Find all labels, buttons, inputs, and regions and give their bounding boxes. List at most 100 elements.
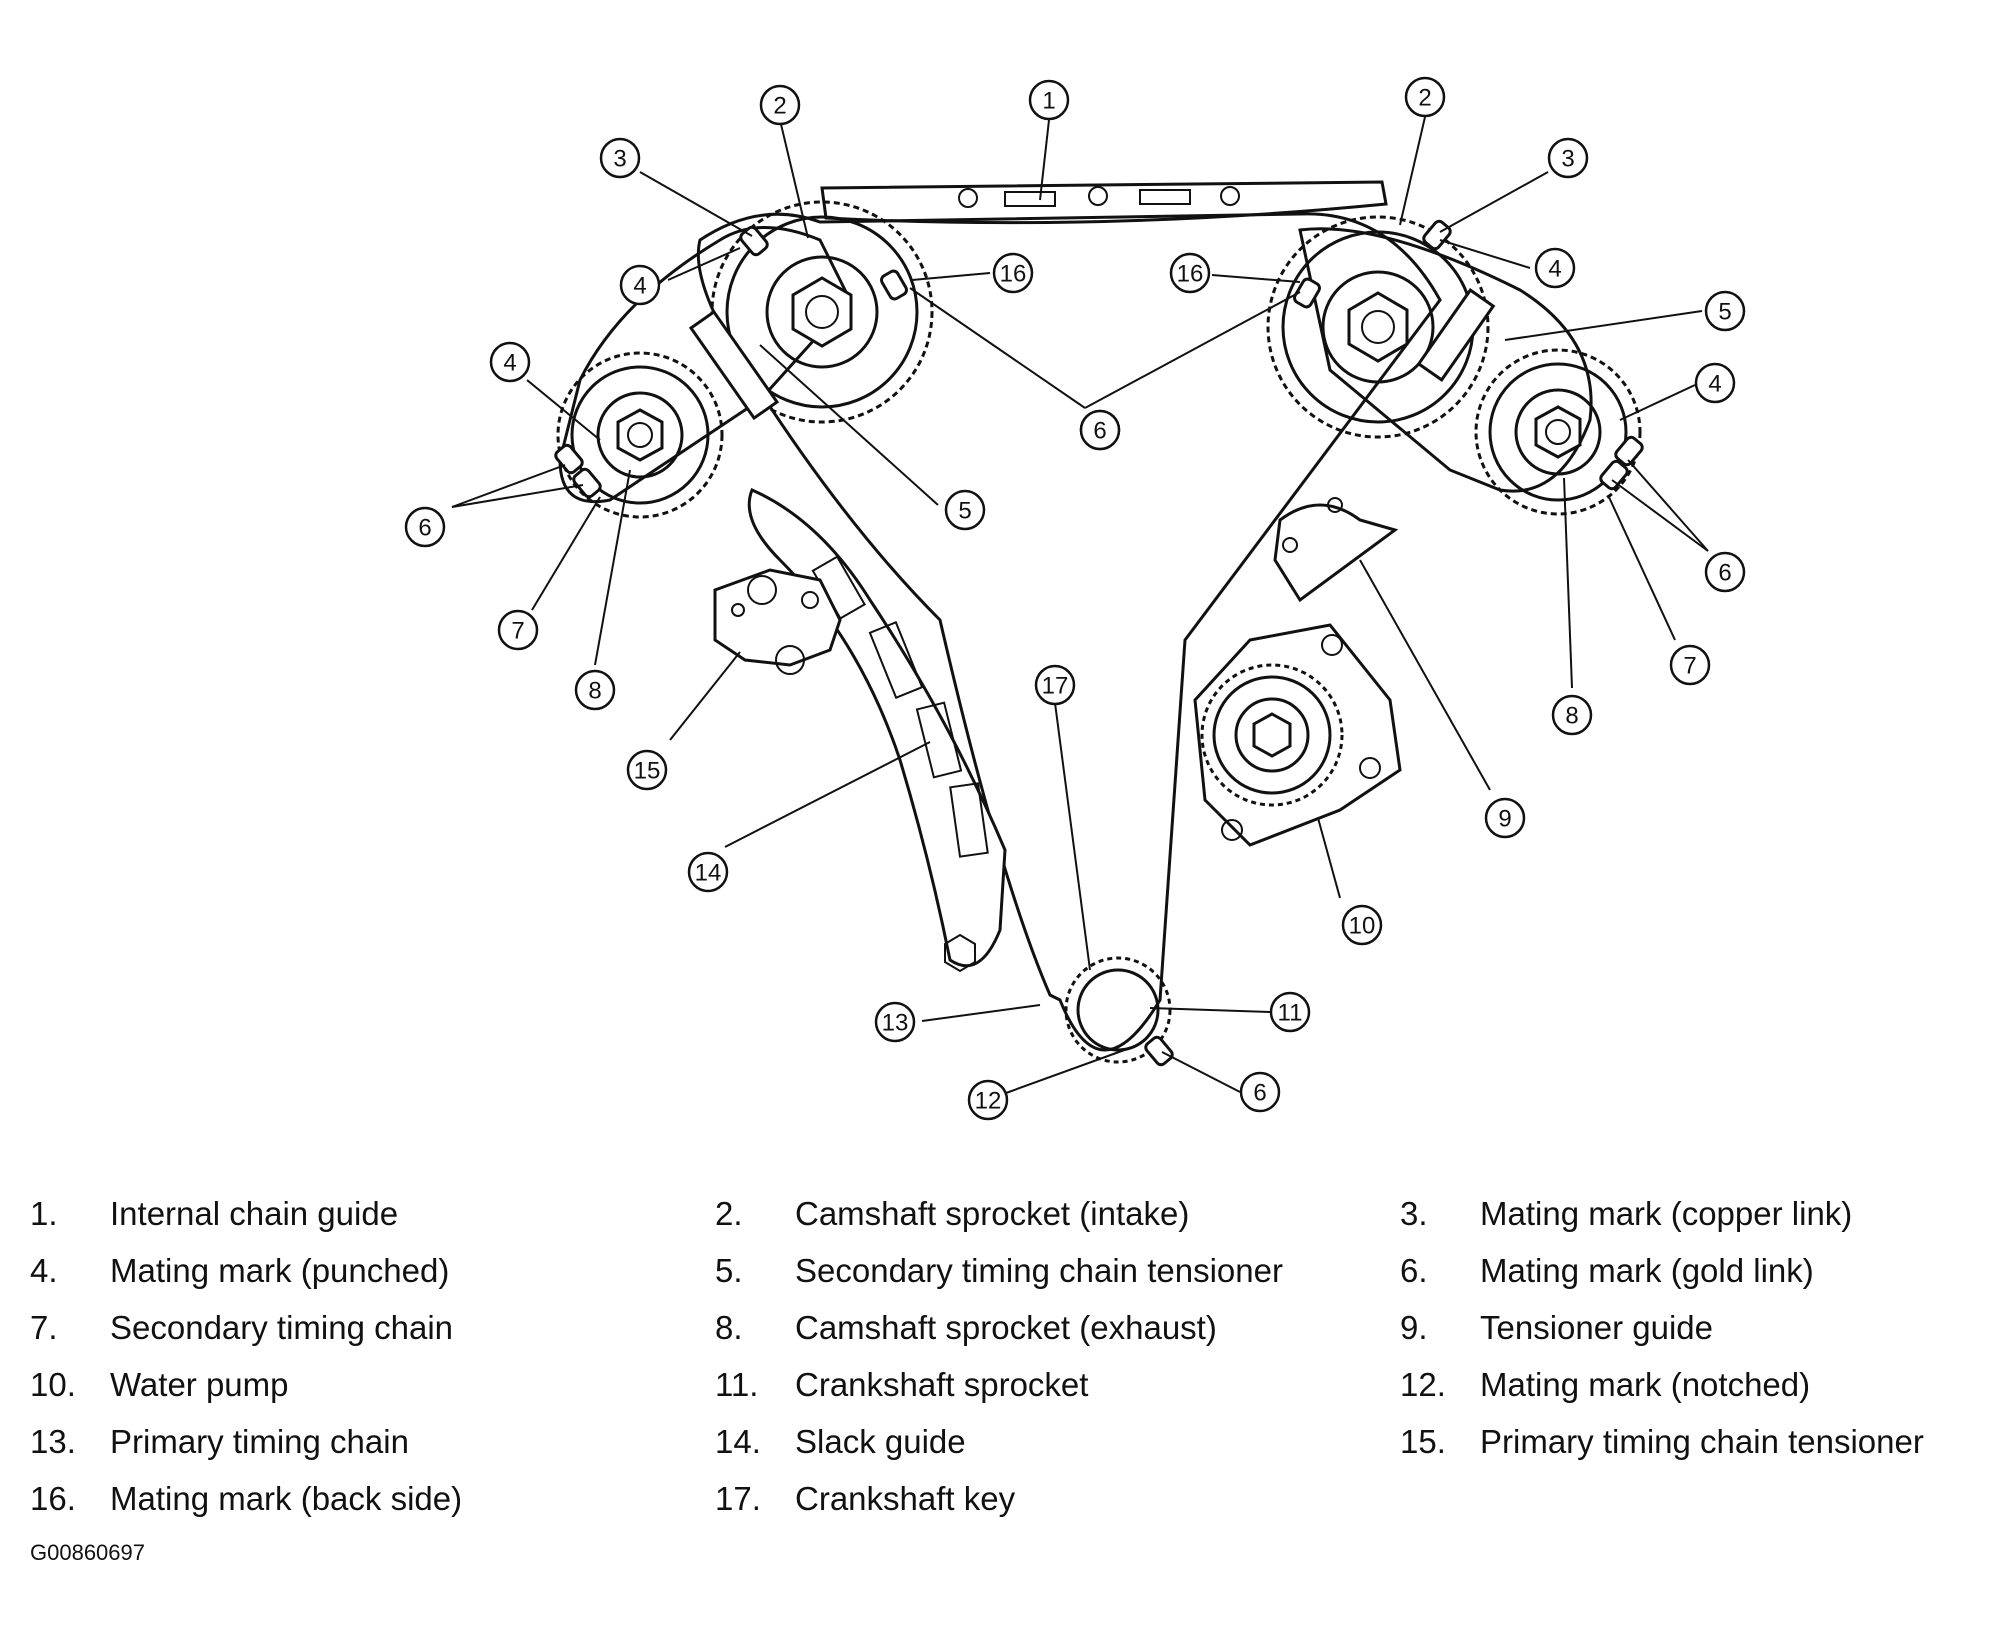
callout-number: 17 bbox=[1042, 673, 1069, 700]
legend-label: Primary timing chain bbox=[110, 1422, 409, 1460]
callout-12: 12 bbox=[967, 1079, 1009, 1121]
callout-number: 7 bbox=[511, 618, 524, 645]
callout-number: 16 bbox=[1000, 261, 1027, 288]
callout-8: 8 bbox=[1551, 694, 1593, 736]
legend-item: 16. Mating mark (back side) bbox=[30, 1470, 710, 1527]
leader-lines bbox=[451, 116, 1709, 1094]
callout-circle bbox=[1704, 551, 1746, 593]
callout-circle bbox=[1551, 694, 1593, 736]
callout-circle bbox=[1547, 137, 1589, 179]
legend-label: Slack guide bbox=[795, 1422, 966, 1460]
callout-circle bbox=[404, 506, 446, 548]
legend-item: 10.Water pump bbox=[30, 1356, 710, 1413]
legend-number: 14. bbox=[715, 1422, 761, 1460]
legend-label: Mating mark (copper link) bbox=[1480, 1194, 1853, 1232]
legend-label: Crankshaft sprocket bbox=[795, 1365, 1089, 1403]
water-pump bbox=[1193, 623, 1402, 847]
legend-number: 2. bbox=[715, 1194, 743, 1232]
legend-item: 15.Primary timing chain tensioner bbox=[1400, 1413, 1989, 1470]
legend-item: 9.Tensioner guide bbox=[1400, 1299, 1989, 1356]
legend-number: 16. bbox=[30, 1479, 76, 1517]
callout-circle bbox=[1034, 664, 1076, 706]
callout-2: 2 bbox=[1404, 76, 1446, 118]
callout-5: 5 bbox=[944, 489, 986, 531]
legend-number: 5. bbox=[715, 1251, 743, 1289]
secondary-tensioner-right bbox=[1416, 288, 1496, 382]
legend-number: 11. bbox=[715, 1365, 759, 1403]
callout-number: 13 bbox=[882, 1010, 909, 1037]
legend-label: Mating mark (punched) bbox=[110, 1251, 450, 1289]
callout-circle bbox=[1669, 644, 1711, 686]
legend-label: Secondary timing chain tensioner bbox=[795, 1251, 1283, 1289]
callout-10: 10 bbox=[1341, 904, 1383, 946]
legend-number: 12. bbox=[1400, 1365, 1446, 1403]
callout-14: 14 bbox=[687, 851, 729, 893]
callout-number: 6 bbox=[1093, 418, 1106, 445]
callout-number: 11 bbox=[1278, 1000, 1303, 1027]
callout-number: 16 bbox=[1177, 261, 1204, 288]
legend-number: 6. bbox=[1400, 1251, 1428, 1289]
legend-label: Tensioner guide bbox=[1480, 1308, 1713, 1346]
callout-4: 4 bbox=[1694, 362, 1736, 404]
callout-13: 13 bbox=[874, 1001, 916, 1043]
legend-number: 10. bbox=[30, 1365, 76, 1403]
callout-circle bbox=[992, 252, 1034, 294]
legend-label: Mating mark (gold link) bbox=[1480, 1251, 1814, 1289]
callout-circle bbox=[1028, 79, 1070, 121]
callout-17: 17 bbox=[1034, 664, 1076, 706]
callout-circle bbox=[874, 1001, 916, 1043]
callouts: 122334444556666677889101112131415161617 bbox=[404, 76, 1746, 1121]
callout-11: 11 bbox=[1269, 991, 1311, 1033]
legend-number: 1. bbox=[30, 1194, 58, 1232]
callout-4: 4 bbox=[489, 341, 531, 383]
callout-6: 6 bbox=[1239, 1071, 1281, 1113]
callout-circle bbox=[1269, 991, 1311, 1033]
legend-item: 12.Mating mark (notched) bbox=[1400, 1356, 1989, 1413]
callout-4: 4 bbox=[619, 264, 661, 306]
callout-5: 5 bbox=[1704, 290, 1746, 332]
legend-label: Internal chain guide bbox=[110, 1194, 399, 1232]
callout-circle bbox=[1079, 409, 1121, 451]
callout-8: 8 bbox=[574, 669, 616, 711]
callout-number: 3 bbox=[613, 146, 626, 173]
callout-number: 2 bbox=[773, 93, 786, 120]
legend-label: Camshaft sprocket (exhaust) bbox=[795, 1308, 1217, 1346]
callout-circle bbox=[1534, 247, 1576, 289]
callout-number: 4 bbox=[503, 350, 516, 377]
callout-circle bbox=[626, 749, 668, 791]
legend-item: 2.Camshaft sprocket (intake) bbox=[715, 1185, 1395, 1242]
legend-item: 14. Slack guide bbox=[715, 1413, 1395, 1470]
callout-number: 8 bbox=[1565, 703, 1578, 730]
callout-2: 2 bbox=[759, 84, 801, 126]
callout-number: 4 bbox=[1548, 256, 1561, 283]
callout-circle bbox=[619, 264, 661, 306]
callout-circle bbox=[1169, 252, 1211, 294]
callout-circle bbox=[1694, 362, 1736, 404]
callout-7: 7 bbox=[1669, 644, 1711, 686]
callout-3: 3 bbox=[599, 137, 641, 179]
callout-number: 5 bbox=[1718, 299, 1731, 326]
legend-number: 8. bbox=[715, 1308, 743, 1346]
callout-15: 15 bbox=[626, 749, 668, 791]
legend-column-2: 2.Camshaft sprocket (intake) 5. Secondary … bbox=[715, 1185, 1395, 1527]
callout-circle bbox=[687, 851, 729, 893]
callout-number: 6 bbox=[1718, 560, 1731, 587]
callout-number: 15 bbox=[634, 758, 661, 785]
callout-16: 16 bbox=[1169, 252, 1211, 294]
callout-circle bbox=[574, 669, 616, 711]
primary-chain-tensioner bbox=[713, 568, 842, 675]
legend-label: Mating mark (back side) bbox=[110, 1479, 463, 1517]
callout-number: 6 bbox=[418, 515, 431, 542]
legend-item: 8. Camshaft sprocket (exhaust) bbox=[715, 1299, 1395, 1356]
camshaft-sprocket-exhaust-left bbox=[556, 351, 724, 519]
callout-number: 7 bbox=[1683, 653, 1696, 680]
legend-item: 5. Secondary timing chain tensioner bbox=[715, 1242, 1395, 1299]
callout-circle bbox=[1704, 290, 1746, 332]
legend-number: 13. bbox=[30, 1422, 76, 1460]
legend-item: 17.Crankshaft key bbox=[715, 1470, 1395, 1527]
secondary-chain-left bbox=[558, 226, 852, 504]
callout-number: 10 bbox=[1349, 913, 1376, 940]
callout-1: 1 bbox=[1028, 79, 1070, 121]
callout-circle bbox=[1404, 76, 1446, 118]
